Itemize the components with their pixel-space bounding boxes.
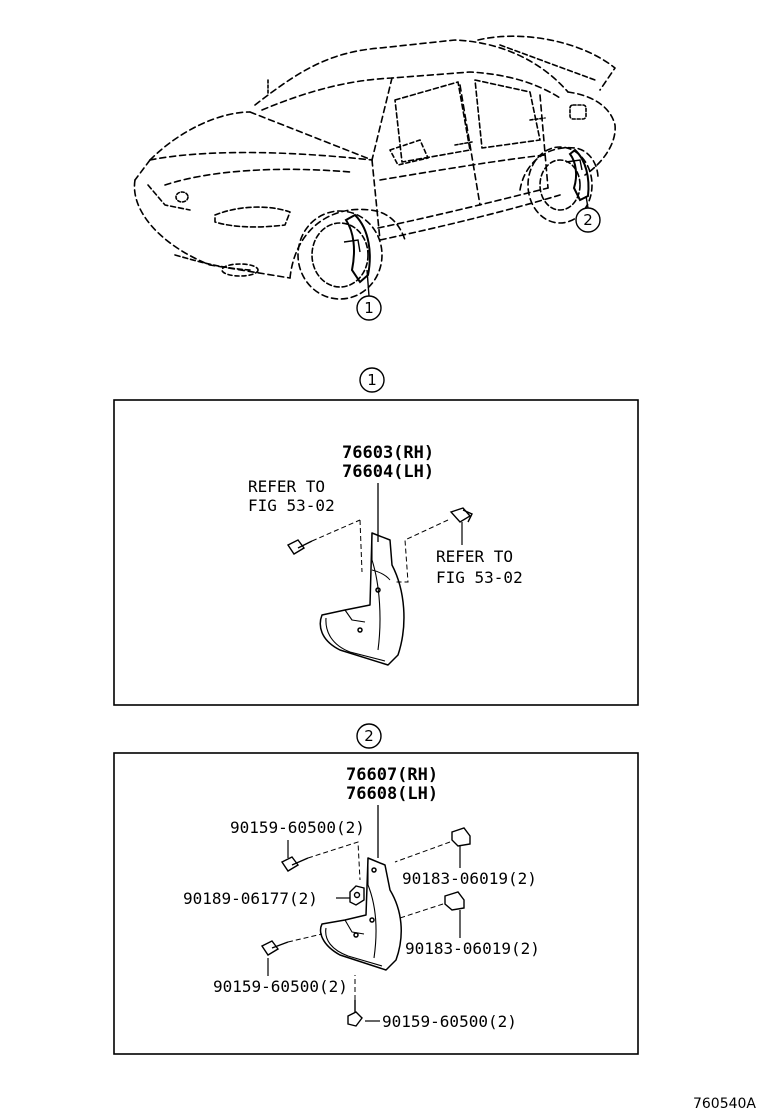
rear-mudguard-location — [565, 148, 590, 202]
panel1-part-rh: 76603(RH) — [342, 443, 434, 463]
figure-reference-code: 760540A — [693, 1096, 756, 1112]
panel1-refer-left-line2: FIG 53-02 — [248, 496, 335, 515]
panel2-mudguard — [319, 857, 402, 971]
panel2-frame — [113, 752, 639, 1055]
panel2-clip-bottom-label: 90183-06019(2) — [405, 939, 540, 958]
svg-text:2: 2 — [364, 727, 374, 745]
panel1-refer-right-line1: REFER TO — [436, 547, 513, 566]
panel2-clip-top — [451, 827, 471, 847]
panel2-clip-top-label: 90183-06019(2) — [402, 869, 537, 888]
panel1-part-lh: 76604(LH) — [342, 462, 434, 482]
svg-text:1: 1 — [367, 371, 377, 389]
panel1-heading: 1 — [359, 367, 385, 393]
callout-front-mudguard: 1 — [356, 295, 382, 321]
callout-rear-mudguard: 2 — [575, 207, 601, 233]
panel2-clip-bottom — [444, 891, 465, 911]
panel1-refer-right-line2: FIG 53-02 — [436, 568, 523, 587]
panel2-bolt-left-label: 90159-60500(2) — [213, 977, 348, 996]
panel2-bolt-bottom — [347, 1000, 363, 1027]
panel1-screw-left — [286, 539, 313, 555]
panel2-nut — [349, 885, 365, 906]
car-overview-illustration — [133, 35, 616, 300]
svg-text:1: 1 — [364, 299, 374, 317]
panel2-heading: 2 — [356, 723, 382, 749]
panel2-part-rh: 76607(RH) — [346, 765, 438, 785]
panel1-clip-right — [449, 507, 473, 523]
svg-text:2: 2 — [583, 211, 593, 229]
panel2-bolt-bottom-label: 90159-60500(2) — [382, 1012, 517, 1031]
panel1-mudguard — [319, 532, 405, 666]
panel2-bolt-top-label: 90159-60500(2) — [230, 818, 365, 837]
panel2-part-lh: 76608(LH) — [346, 784, 438, 804]
panel1-frame — [113, 399, 639, 706]
panel2-nut-label: 90189-06177(2) — [183, 889, 318, 908]
front-mudguard-location — [343, 213, 371, 284]
panel2-bolt-top — [280, 856, 309, 872]
panel1-refer-left-line1: REFER TO — [248, 477, 325, 496]
panel2-bolt-left — [260, 940, 289, 956]
